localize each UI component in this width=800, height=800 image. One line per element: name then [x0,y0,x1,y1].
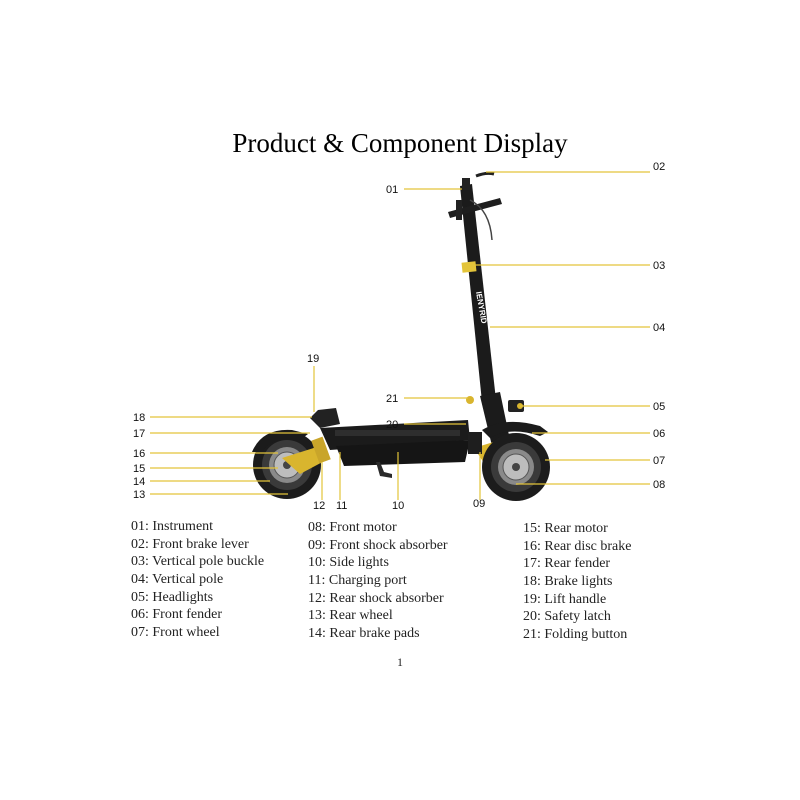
callout-labels: 01 02 03 04 05 06 07 08 09 10 11 12 13 1… [133,161,665,512]
folding-button-graphic [466,396,474,404]
legend-item: 12: Rear shock absorber [308,590,444,606]
callout-14: 14 [133,476,145,488]
callout-02: 02 [653,161,665,173]
callout-03: 03 [653,260,665,272]
deck-side-graphic [336,440,470,466]
legend-column-2: 08: Front motor 09: Front shock absorber… [308,519,448,643]
callout-15: 15 [133,463,145,475]
callout-10: 10 [392,500,404,512]
legend-item: 14: Rear brake pads [308,626,420,642]
scooter-illustration: IENYRID [252,171,550,501]
page-title: Product & Component Display [232,128,568,158]
legend-item: 01: Instrument [131,519,214,534]
legend-item: 18: Brake lights [523,574,613,590]
front-wheel-graphic [482,433,550,501]
callout-20: 20 [386,419,398,431]
callout-21: 21 [386,393,398,405]
legend-item: 08: Front motor [308,520,397,535]
legend-item: 05: Headlights [131,589,214,605]
legend-item: 07: Front wheel [131,625,220,641]
legend-item: 21: Folding button [523,627,628,643]
vertical-pole-graphic [460,184,496,402]
rear-fender-graphic [252,429,308,452]
legend-item: 13: Rear wheel [308,608,393,624]
legend-column-3: 15: Rear motor 16: Rear disc brake 17: R… [523,520,631,644]
callout-12: 12 [313,500,325,512]
leader-lines [150,171,650,500]
legend-item: 04: Vertical pole [131,572,224,588]
callout-18: 18 [133,412,145,424]
callout-11: 11 [336,500,347,512]
legend-item: 15: Rear motor [523,521,608,536]
callout-01: 01 [386,184,398,196]
front-fender-graphic [482,421,548,438]
lift-handle-graphic [310,408,340,428]
callout-13: 13 [133,489,145,501]
legend-item: 11: Charging port [308,573,407,589]
callout-06: 06 [653,428,665,440]
callout-16: 16 [133,448,145,460]
legend-item: 20: Safety latch [523,609,611,625]
legend-item: 02: Front brake lever [131,536,249,552]
callout-08: 08 [653,479,665,491]
legend-item: 10: Side lights [308,555,389,571]
rear-shock-graphic [311,436,331,464]
callout-09: 09 [473,498,485,510]
legend-column-1: 01: Instrument 02: Front brake lever 03:… [131,518,264,642]
legend-item: 16: Rear disc brake [523,538,632,554]
callout-07: 07 [653,455,665,467]
legend-item: 06: Front fender [131,607,222,623]
pole-buckle-graphic [461,261,477,273]
callout-17: 17 [133,428,145,440]
legend-item: 09: Front shock absorber [308,537,448,553]
callout-19: 19 [307,353,319,365]
callout-05: 05 [653,401,665,413]
callout-04: 04 [653,322,665,334]
legend-item: 17: Rear fender [523,556,611,572]
page-number: 1 [397,655,403,669]
legend-item: 03: Vertical pole buckle [131,554,265,570]
legend-item: 19: Lift handle [523,591,607,607]
